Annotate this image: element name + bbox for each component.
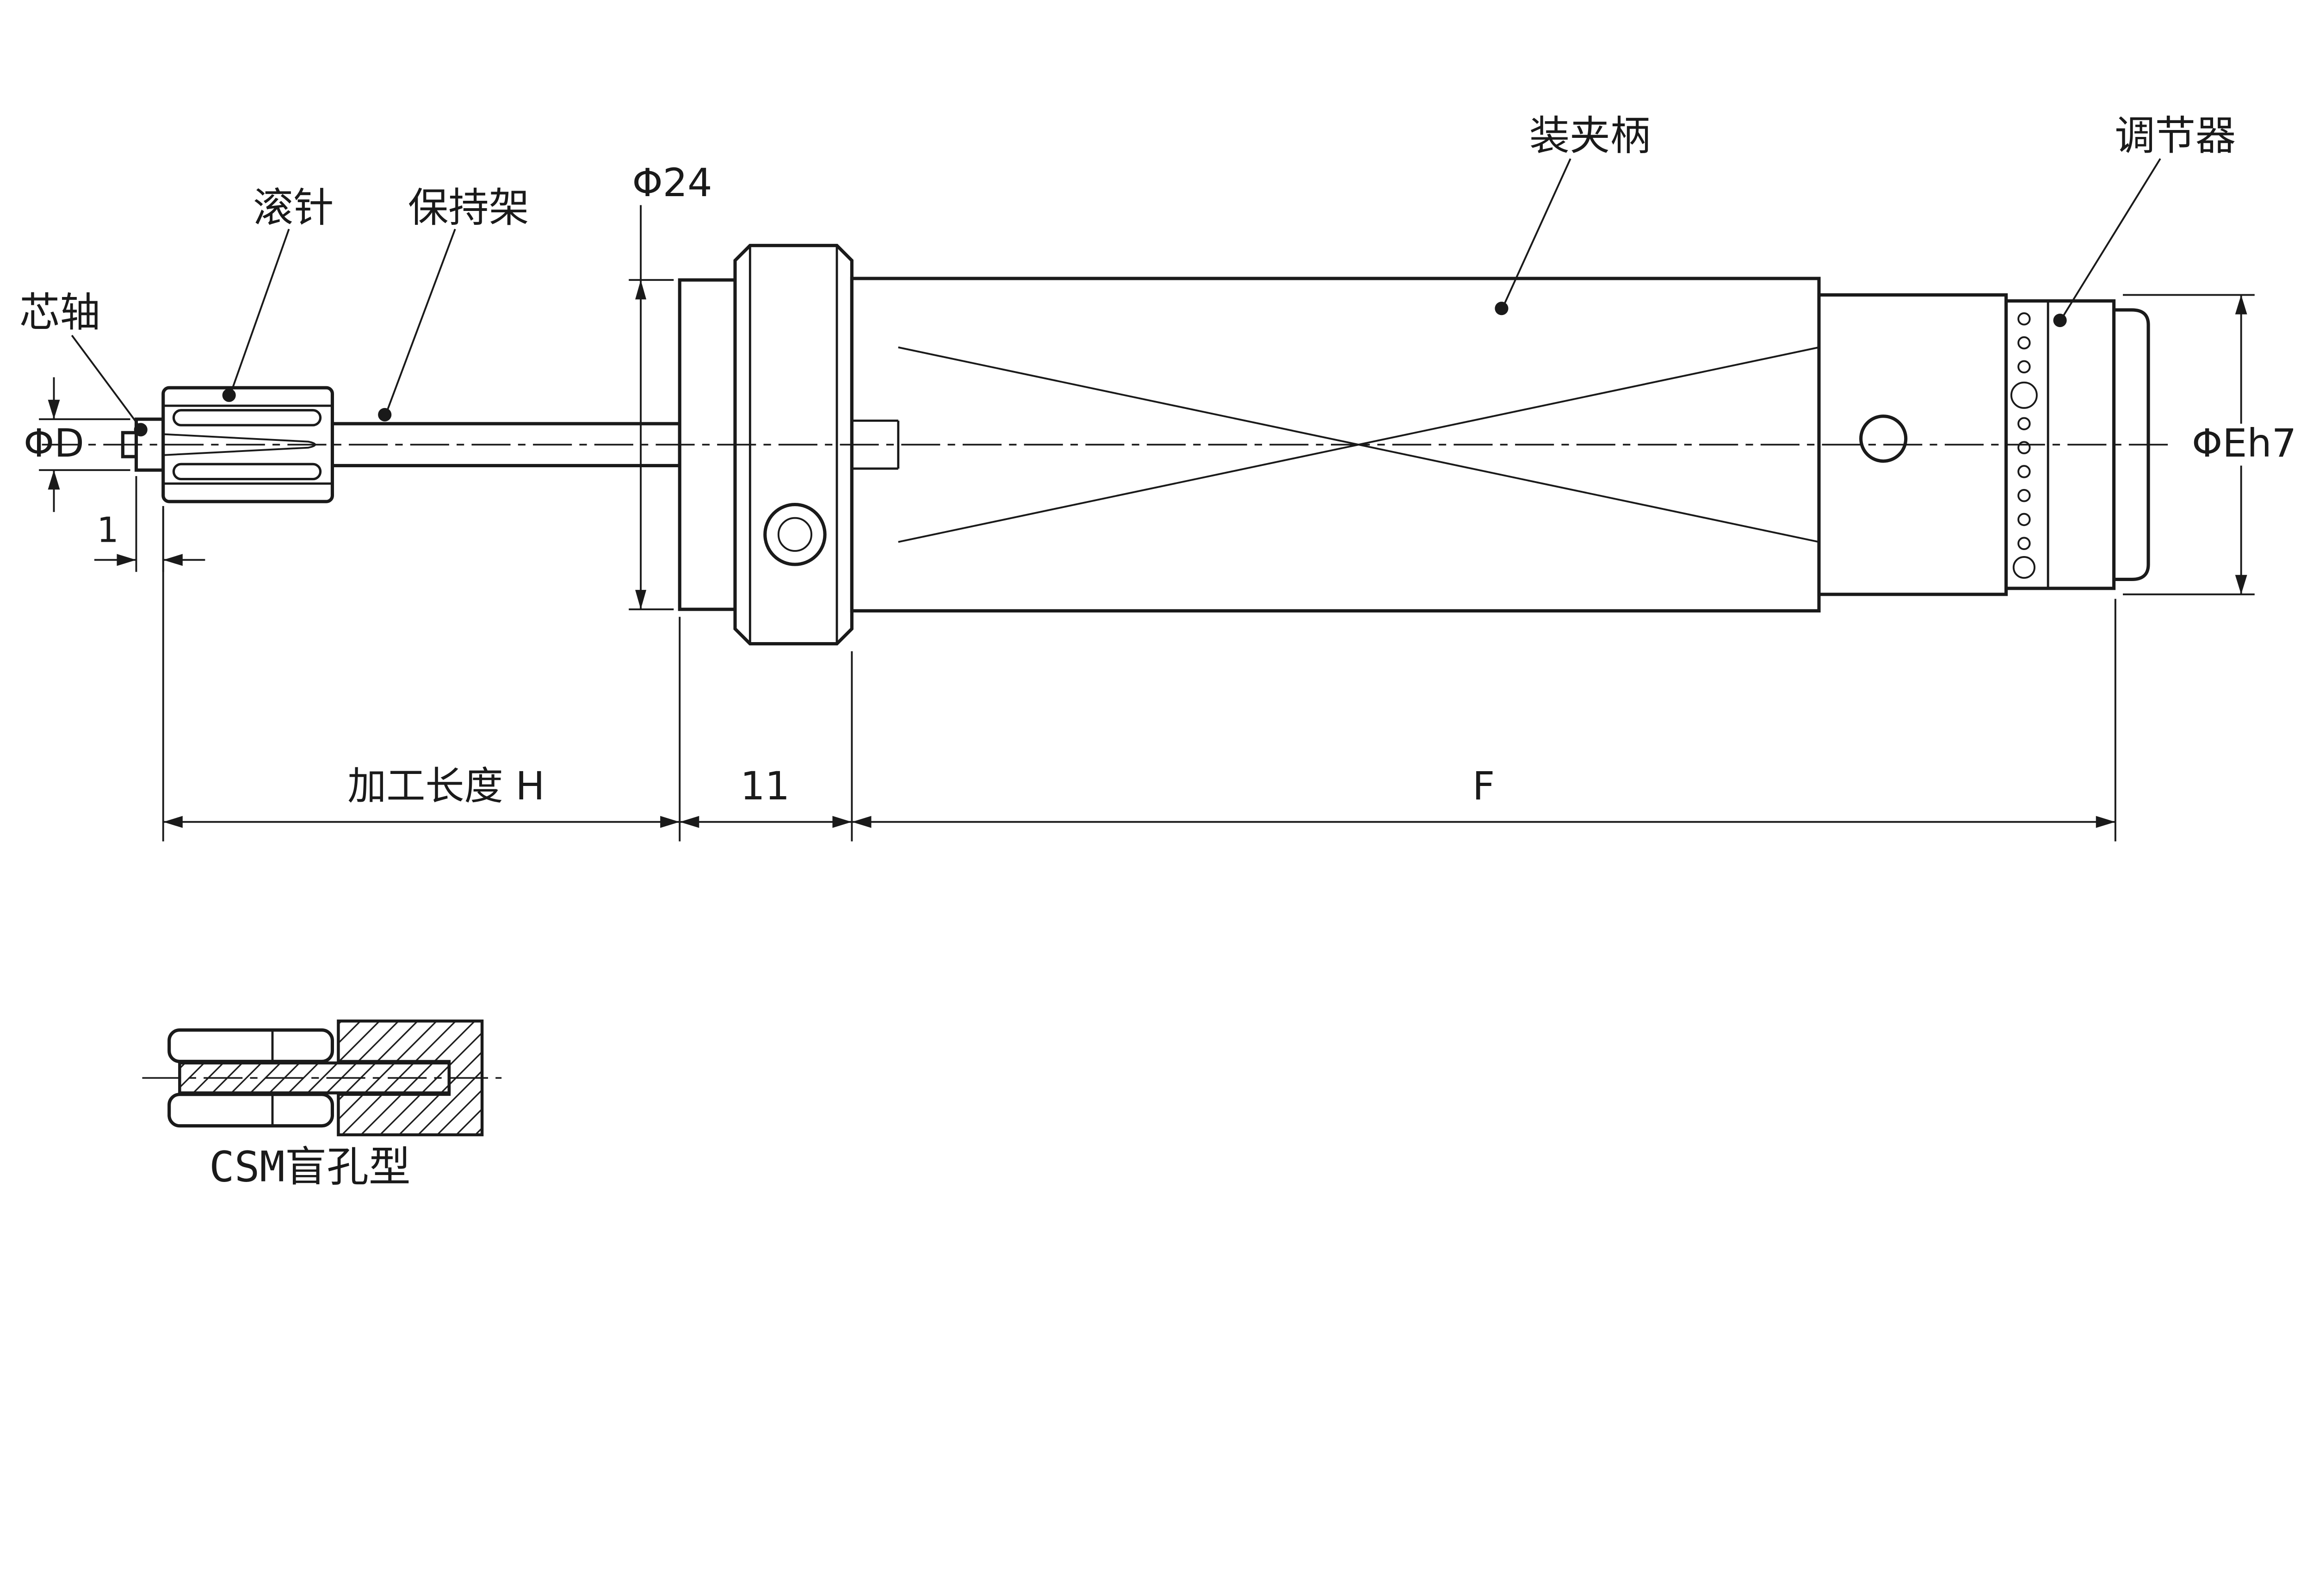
leader-dot (1495, 302, 1509, 315)
technical-drawing: ΦD 1 Φ24 ΦEh7 加工长度 H (19, 112, 2297, 1192)
dim-label-tip-diameter: ΦD (24, 421, 84, 466)
main-view (42, 244, 2168, 646)
cross-hole (1859, 414, 1908, 463)
dim-shank-length: F (852, 599, 2116, 841)
leader-dot (2053, 313, 2067, 328)
needle-roller-bottom (172, 463, 322, 481)
section-view: CSM盲孔型 (142, 1019, 502, 1191)
leader-adjuster: 调节器 (2053, 112, 2236, 328)
label-cage: 保持架 (408, 184, 529, 231)
leader-dot (134, 423, 148, 437)
dim-shank-diameter: ΦEh7 (2122, 294, 2296, 595)
set-screw-hole (763, 503, 827, 566)
leader-needle-roller: 滚针 (222, 184, 334, 402)
dimension-annotations: ΦD 1 Φ24 ΦEh7 加工长度 H (24, 160, 2296, 841)
adjuster-holes (2010, 312, 2038, 579)
leader-dot (378, 408, 392, 422)
leader-clamping-shank: 装夹柄 (1495, 112, 1651, 315)
dim-label-neck-width: 11 (740, 763, 790, 809)
dim-label-machining-length: 加工长度 H (347, 763, 545, 809)
dim-neck-width: 11 (680, 651, 853, 841)
label-clamping-shank: 装夹柄 (1529, 112, 1651, 160)
dim-tip-diameter: ΦD (24, 377, 130, 512)
leader-mandrel: 芯轴 (19, 289, 148, 437)
label-adjuster: 调节器 (2115, 112, 2236, 160)
dim-label-shank-diameter: ΦEh7 (2192, 421, 2296, 466)
leader-annotations: 芯轴 滚针 保持架 装夹柄 调节器 (19, 112, 2236, 437)
dim-label-neck-diameter: Φ24 (632, 160, 712, 205)
needle-roller-top (172, 409, 322, 427)
dim-label-tip-length: 1 (97, 510, 118, 551)
section-roller-bottom (167, 1093, 334, 1128)
caption-blind-hole-type: CSM盲孔型 (209, 1143, 410, 1191)
leader-cage: 保持架 (378, 184, 529, 422)
dim-label-shank-length: F (1472, 763, 1495, 809)
dim-neck-diameter: Φ24 (629, 160, 712, 611)
section-roller-top (167, 1028, 334, 1064)
leader-dot (222, 388, 236, 402)
label-mandrel: 芯轴 (19, 289, 100, 336)
label-needle-roller: 滚针 (253, 184, 334, 231)
drawing-page: ΦD 1 Φ24 ΦEh7 加工长度 H (19, 112, 2297, 1192)
dim-machining-length: 加工长度 H (162, 509, 681, 841)
